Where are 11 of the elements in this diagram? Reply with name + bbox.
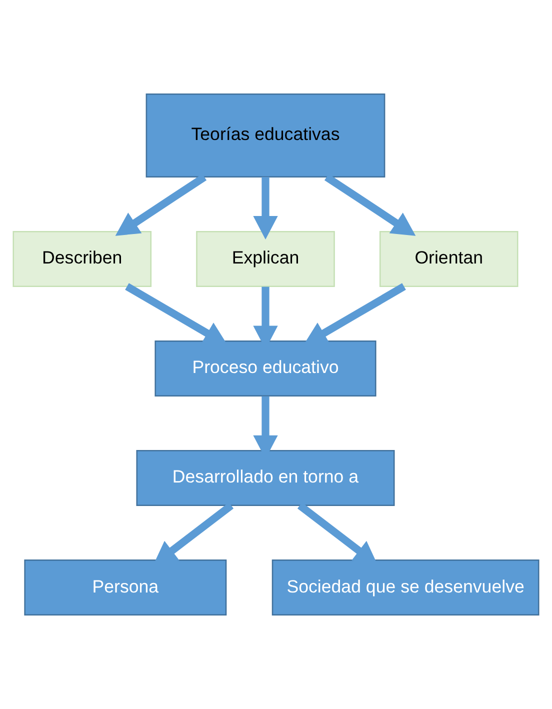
node-box: Orientan (379, 230, 518, 288)
arrow (253, 177, 278, 240)
node-box: Persona (24, 560, 227, 616)
node-box: Proceso educativo (154, 340, 376, 397)
node-box: Sociedad que se desenvuelve (272, 560, 540, 616)
arrow (115, 174, 207, 236)
node-box: Explican (196, 230, 335, 288)
node-box: Desarrollado en torno a (136, 450, 395, 506)
node-box: Describen (12, 230, 152, 288)
node-box: Teorías educativas (146, 93, 386, 178)
arrow (324, 174, 416, 236)
